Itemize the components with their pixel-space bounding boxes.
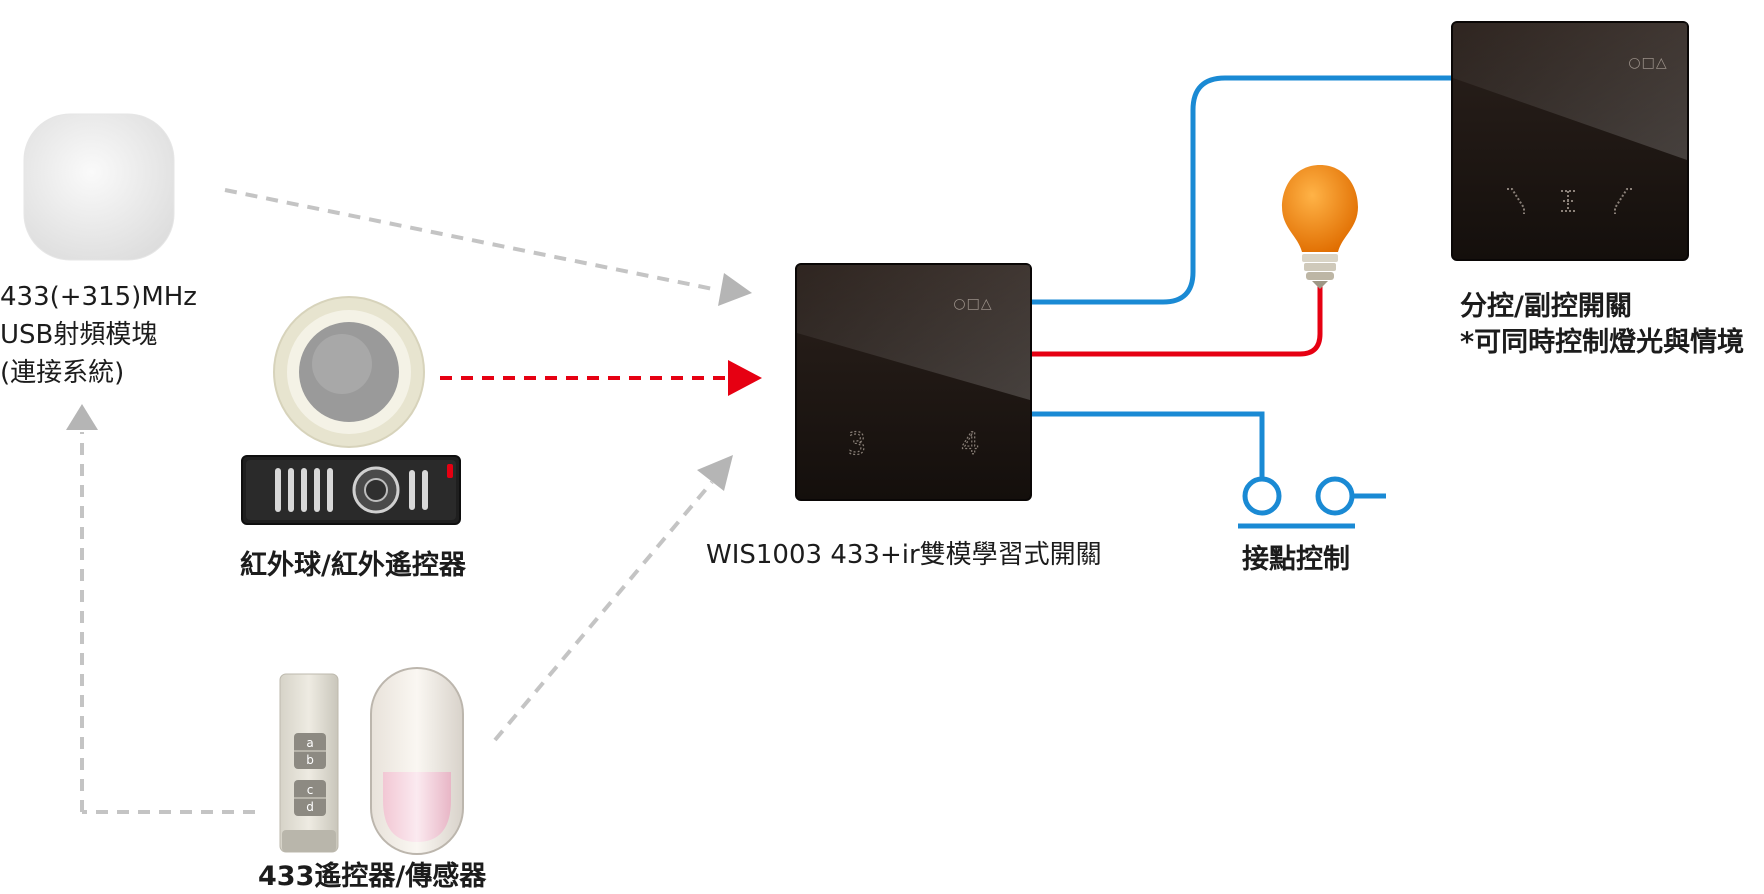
fob-button-a: a [306,736,313,750]
wire-to-bulb [1031,285,1323,357]
light-bulb-icon [1282,165,1358,289]
main-switch-panel: ○□△ 3 4 [795,263,1032,501]
ir-ball-icon [273,296,425,448]
ir-signal-arrow [440,360,762,396]
usb-module-label-line3: (連接系統) [0,358,125,388]
wire-to-contact [1031,411,1265,490]
ir-devices-label: 紅外球/紅外遙控器 [240,550,466,581]
ir-remote-icon [241,455,461,525]
contact-control-label: 接點控制 [1242,544,1350,575]
rf-signal-arrow-from-usb [224,188,752,306]
pir-sensor-icon [370,667,464,855]
main-switch-label: WIS1003 433+ir雙模學習式開關 [706,540,1102,570]
fob-button-d: d [306,800,314,814]
rf-key-fob-icon: a b c d [279,673,339,853]
usb-module-label-line1: 433(+315)MHz [0,282,197,312]
fob-button-c: c [307,783,314,797]
main-switch-key-4: 4 [961,427,979,462]
main-switch-mode-icons: ○□△ [953,296,992,312]
sub-switch-label-line1: 分控/副控開關 [1460,291,1632,322]
sub-switch-label-line2: *可同時控制燈光與情境 [1460,327,1745,358]
usb-rf-module-icon [23,113,175,261]
main-switch-key-3: 3 [848,427,866,462]
fob-button-b: b [306,753,314,767]
usb-module-label-line2: USB射頻模塊 [0,320,158,350]
wire-to-sub-switch [1031,75,1452,305]
sub-switch-panel: ○□△ [1451,21,1689,261]
sub-switch-scene-icons [1507,188,1632,214]
rf-signal-arrow-from-remote [493,455,733,742]
contact-switch-icon [1238,476,1386,529]
sub-switch-mode-icons: ○□△ [1628,55,1667,71]
rf-signal-arrow-to-usb [66,404,255,814]
rf-devices-label: 433遙控器/傳感器 [258,861,487,892]
